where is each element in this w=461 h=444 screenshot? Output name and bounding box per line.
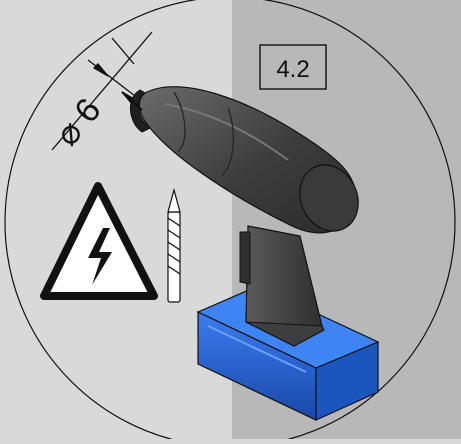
drill-rear-cap [299, 164, 359, 232]
drill-bit-icon [167, 187, 181, 303]
drill-chuck [130, 89, 151, 133]
circle-frame [4, 0, 456, 444]
electrical-hazard-warning-icon [40, 182, 158, 300]
step-box [259, 44, 327, 90]
cordless-drill-icon [121, 86, 380, 421]
step-number: 4.2 [276, 56, 309, 83]
